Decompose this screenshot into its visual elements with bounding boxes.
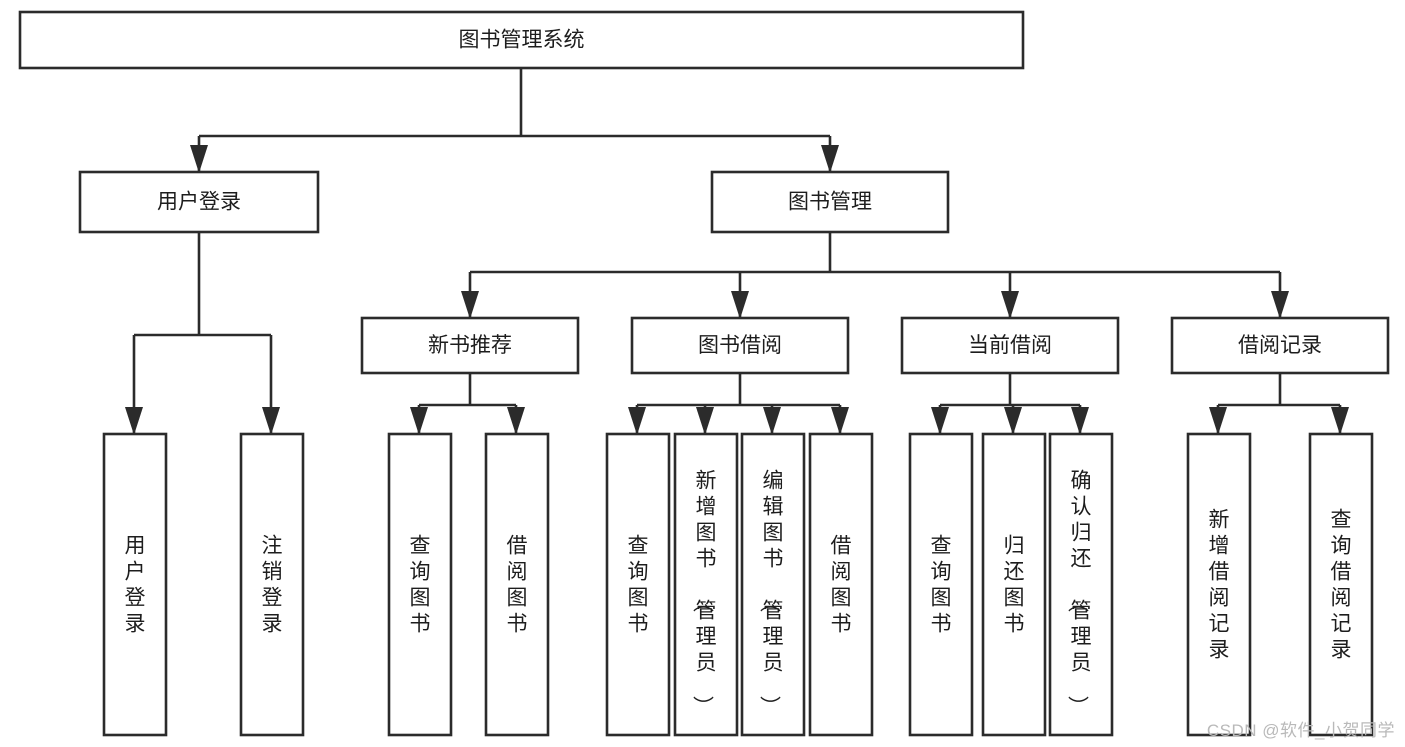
arrow-head-icon xyxy=(696,407,714,435)
connector-group-bus-root xyxy=(190,68,839,173)
node-borrow-record[interactable]: 借阅记录 xyxy=(1170,316,1390,375)
node-leaf-query-book-new[interactable]: 查询图书 xyxy=(387,432,453,737)
node-box-leaf-query-record[interactable] xyxy=(1308,432,1374,737)
node-label: 当前借阅 xyxy=(968,334,1052,357)
connector-group-bus-current-borrow xyxy=(931,373,1089,435)
arrow-head-icon xyxy=(821,145,839,173)
arrow-head-icon xyxy=(1209,407,1227,435)
node-box-current-borrow[interactable] xyxy=(900,316,1120,375)
connector-group-bus-new-book xyxy=(410,373,525,435)
node-label: 新增图书（管理员） xyxy=(691,470,717,717)
node-label: 新增借阅记录 xyxy=(1209,509,1230,662)
connector-group-bus-user-login xyxy=(125,232,280,435)
node-label: 用户登录 xyxy=(125,535,146,636)
node-label: 确认归还（管理员） xyxy=(1066,470,1092,717)
arrow-head-icon xyxy=(628,407,646,435)
node-box-leaf-edit-book[interactable] xyxy=(740,432,806,737)
node-box-leaf-return-book[interactable] xyxy=(981,432,1047,737)
arrow-head-icon xyxy=(931,407,949,435)
node-box-book-manage[interactable] xyxy=(710,170,950,234)
node-label: 借阅记录 xyxy=(1238,334,1322,357)
node-user-login[interactable]: 用户登录 xyxy=(78,170,320,234)
node-label: 新书推荐 xyxy=(428,334,512,357)
node-leaf-query-record[interactable]: 查询借阅记录 xyxy=(1308,432,1374,737)
node-box-leaf-borrow-book[interactable] xyxy=(808,432,874,737)
arrow-head-icon xyxy=(731,291,749,319)
node-leaf-logout[interactable]: 注销登录 xyxy=(239,432,305,737)
node-leaf-borrow-book-new[interactable]: 借阅图书 xyxy=(484,432,550,737)
node-label: 注销登录 xyxy=(262,535,283,636)
node-leaf-confirm-return[interactable]: 确认归还（管理员） xyxy=(1048,432,1114,737)
node-leaf-add-book[interactable]: 新增图书（管理员） xyxy=(673,432,739,737)
node-label: 借阅图书 xyxy=(831,535,852,636)
node-current-borrow[interactable]: 当前借阅 xyxy=(900,316,1120,375)
node-leaf-query-book-borrow[interactable]: 查询图书 xyxy=(605,432,671,737)
node-box-leaf-add-book[interactable] xyxy=(673,432,739,737)
node-label: 查询图书 xyxy=(410,535,431,636)
arrow-head-icon xyxy=(461,291,479,319)
node-box-leaf-logout[interactable] xyxy=(239,432,305,737)
node-box-book-borrow[interactable] xyxy=(630,316,850,375)
node-new-book-recommend[interactable]: 新书推荐 xyxy=(360,316,580,375)
arrow-head-icon xyxy=(1331,407,1349,435)
connector-group-bus-book-manage xyxy=(461,232,1289,319)
node-leaf-borrow-book[interactable]: 借阅图书 xyxy=(808,432,874,737)
arrow-head-icon xyxy=(262,407,280,435)
node-box-leaf-user-login[interactable] xyxy=(102,432,168,737)
node-label: 图书管理 xyxy=(788,191,872,214)
arrow-head-icon xyxy=(831,407,849,435)
arrow-head-icon xyxy=(763,407,781,435)
arrow-head-icon xyxy=(1001,291,1019,319)
arrow-head-icon xyxy=(190,145,208,173)
arrow-head-icon xyxy=(1004,407,1022,435)
node-box-leaf-query-book-borrow[interactable] xyxy=(605,432,671,737)
node-box-leaf-add-record[interactable] xyxy=(1186,432,1252,737)
node-box-borrow-record[interactable] xyxy=(1170,316,1390,375)
connector-group-bus-book-borrow xyxy=(628,373,849,435)
csdn-watermark: CSDN @软件_小贺同学 xyxy=(1206,721,1395,740)
node-label: 归还图书 xyxy=(1004,535,1025,636)
node-root[interactable]: 图书管理系统 xyxy=(18,10,1025,70)
node-layer: 图书管理系统用户登录图书管理新书推荐图书借阅当前借阅借阅记录用户登录注销登录查询… xyxy=(18,10,1390,737)
arrow-head-icon xyxy=(410,407,428,435)
node-label: 图书管理系统 xyxy=(459,29,585,52)
arrow-head-icon xyxy=(125,407,143,435)
node-box-leaf-query-book-current[interactable] xyxy=(908,432,974,737)
node-leaf-user-login[interactable]: 用户登录 xyxy=(102,432,168,737)
node-label: 用户登录 xyxy=(157,191,241,214)
node-box-new-book-recommend[interactable] xyxy=(360,316,580,375)
node-leaf-edit-book[interactable]: 编辑图书（管理员） xyxy=(740,432,806,737)
node-box-leaf-query-book-new[interactable] xyxy=(387,432,453,737)
arrow-head-icon xyxy=(507,407,525,435)
node-label: 图书借阅 xyxy=(698,334,782,357)
node-book-borrow[interactable]: 图书借阅 xyxy=(630,316,850,375)
node-label: 查询借阅记录 xyxy=(1331,509,1352,662)
node-leaf-add-record[interactable]: 新增借阅记录 xyxy=(1186,432,1252,737)
node-box-user-login[interactable] xyxy=(78,170,320,234)
arrow-head-icon xyxy=(1271,291,1289,319)
node-box-root[interactable] xyxy=(18,10,1025,70)
node-box-leaf-borrow-book-new[interactable] xyxy=(484,432,550,737)
node-label: 查询图书 xyxy=(628,535,649,636)
node-label: 查询图书 xyxy=(931,535,952,636)
node-label: 编辑图书（管理员） xyxy=(758,470,784,717)
node-box-leaf-confirm-return[interactable] xyxy=(1048,432,1114,737)
connector-layer xyxy=(125,68,1349,435)
node-label: 借阅图书 xyxy=(507,535,528,636)
node-leaf-return-book[interactable]: 归还图书 xyxy=(981,432,1047,737)
connector-group-bus-borrow-record xyxy=(1209,373,1349,435)
arrow-head-icon xyxy=(1071,407,1089,435)
node-leaf-query-book-current[interactable]: 查询图书 xyxy=(908,432,974,737)
node-book-manage[interactable]: 图书管理 xyxy=(710,170,950,234)
